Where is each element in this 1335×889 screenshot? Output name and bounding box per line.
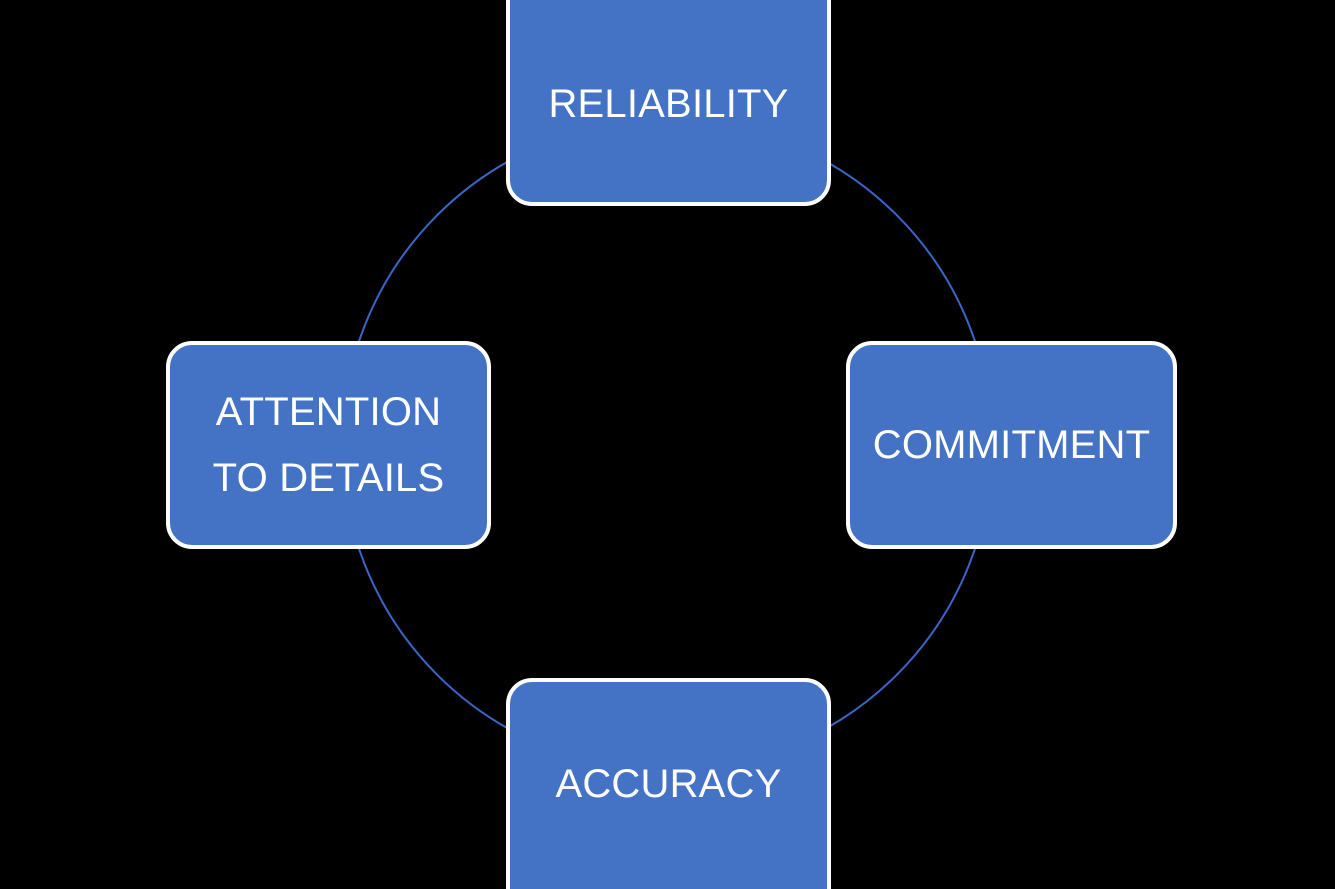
node-attention-to-details[interactable]: ATTENTION TO DETAILS [166,341,491,549]
node-accuracy-label: ACCURACY [555,762,782,806]
node-accuracy[interactable]: ACCURACY [506,678,831,889]
node-reliability-label: RELIABILITY [548,82,789,126]
node-commitment[interactable]: COMMITMENT [846,341,1177,549]
node-commitment-label: COMMITMENT [872,423,1151,467]
node-attention-to-details-label: ATTENTION TO DETAILS [212,390,445,500]
node-reliability[interactable]: RELIABILITY [506,0,831,206]
